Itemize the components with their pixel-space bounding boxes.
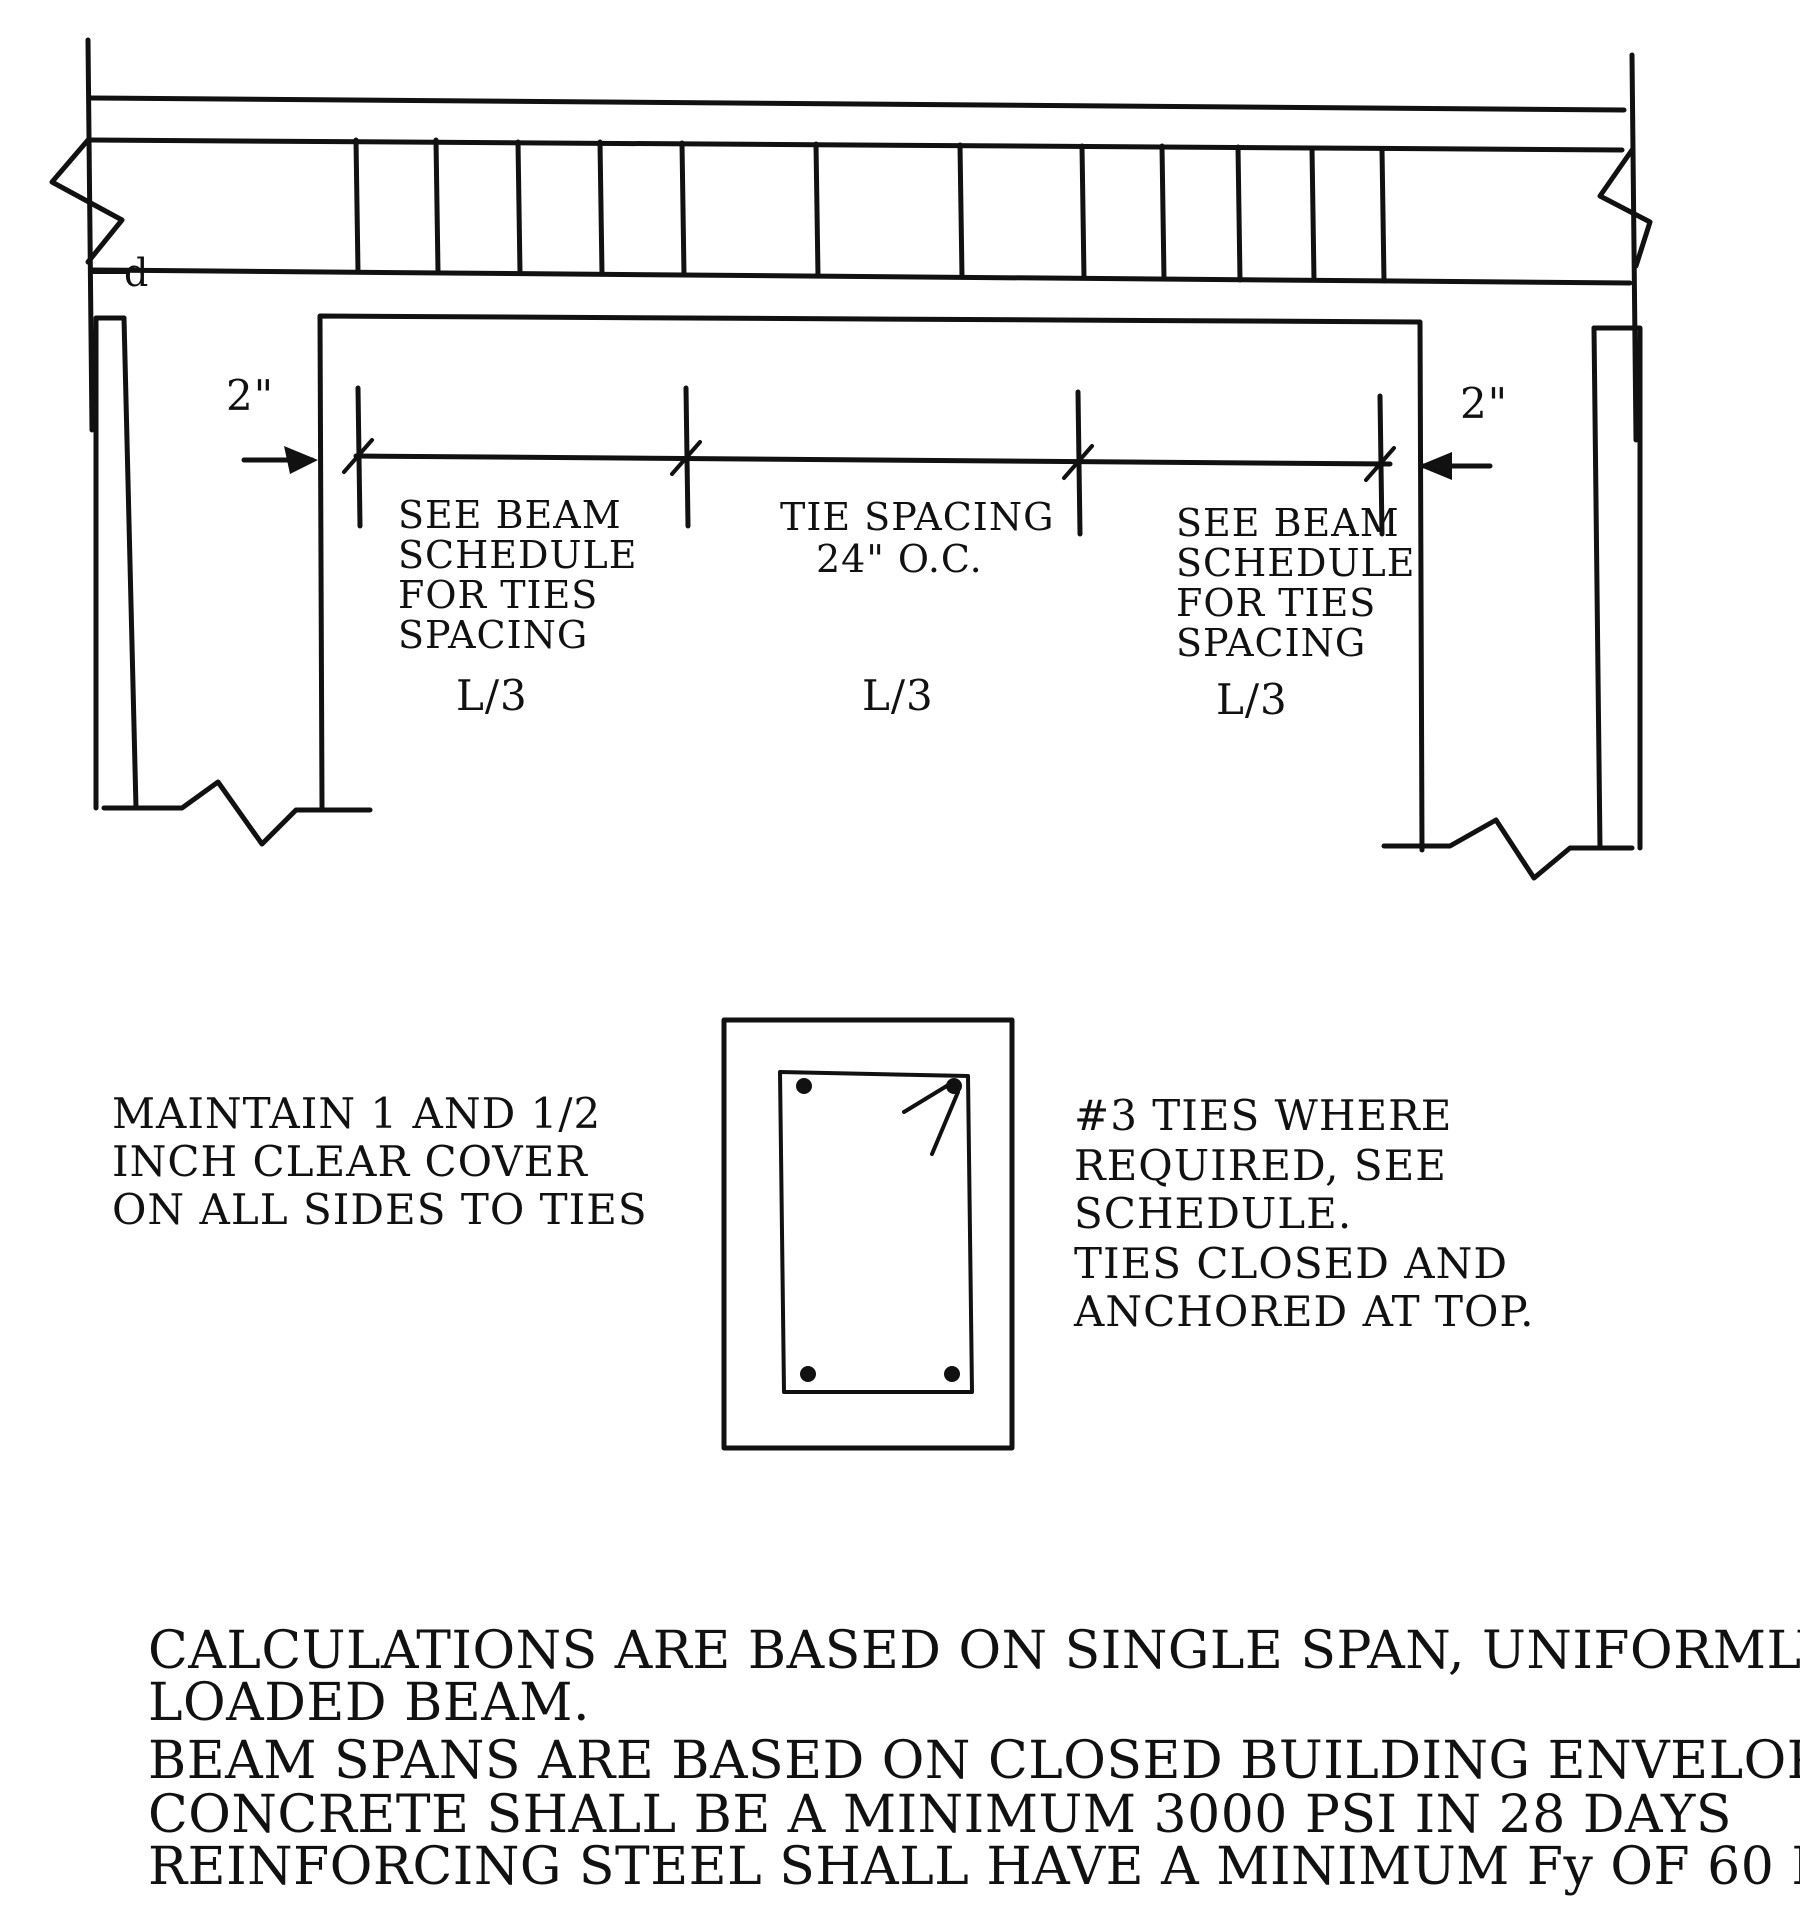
depth-mark: d [124,251,149,295]
left-span-label: L/3 [456,671,528,720]
right-cut-line [1629,52,1639,443]
right-span-label: L/3 [1216,675,1288,724]
left-zone-line: SEE BEAM [398,493,622,537]
dimension-tick [1062,444,1094,480]
tie-note-line: REQUIRED, SEE [1074,1141,1447,1190]
beam-elevation: d [49,37,1653,881]
stirrup [353,137,361,275]
stirrup [957,142,965,280]
tie-note-line: ANCHORED AT TOP. [1073,1287,1535,1336]
cover-note-line: MAINTAIN 1 AND 1/2 [112,1089,601,1138]
middle-zone-line: TIE SPACING [780,495,1054,539]
tie-zone-dimension-line [353,453,1393,467]
right-zone-note: SEE BEAM SCHEDULE FOR TIES SPACING [1176,501,1415,665]
stirrup [433,137,441,275]
middle-zone-line: 24" O.C. [816,537,983,581]
rebar-bottom-left [800,1366,816,1382]
left-clearance-label: 2" [226,371,274,420]
stirrup [1079,143,1087,281]
dimension-tick [1364,446,1396,482]
general-notes: CALCULATIONS ARE BASED ON SINGLE SPAN, U… [148,1621,1800,1897]
left-zone-line: SCHEDULE [398,533,637,577]
right-zone-line: SPACING [1176,621,1366,665]
left-zone-line: SPACING [398,613,588,657]
cover-note-line: ON ALL SIDES TO TIES [112,1185,648,1234]
rebar-top-left [796,1078,812,1094]
stirrup [1235,144,1243,283]
dimension-tick [342,438,374,474]
left-zone-note: SEE BEAM SCHEDULE FOR TIES SPACING [398,493,637,657]
general-note-line: CALCULATIONS ARE BASED ON SINGLE SPAN, U… [148,1621,1800,1681]
right-zone-line: FOR TIES [1176,581,1376,625]
tie-note-line: #3 TIES WHERE [1074,1091,1452,1140]
tie-hook [902,1082,952,1114]
left-arrowhead [284,446,318,474]
right-column-inner [1591,325,1603,851]
stirrup [597,139,605,277]
slab-bottom-line [87,137,1625,153]
left-zone-line: FOR TIES [398,573,598,617]
left-column-break [101,779,373,847]
left-column-inner [121,315,139,811]
general-note-line: BEAM SPANS ARE BASED ON CLOSED BUILDING … [148,1731,1800,1791]
dimension-tick [670,440,702,476]
opening-outline [317,313,1425,853]
right-column-break [1381,817,1635,881]
stirrup [515,139,523,276]
tie-note-line: SCHEDULE. [1074,1189,1352,1238]
right-clearance-label: 2" [1460,379,1508,428]
beam-cross-section: MAINTAIN 1 AND 1/2 INCH CLEAR COVER ON A… [112,1017,1535,1451]
rebar-bottom-right [944,1366,960,1382]
middle-span-label: L/3 [862,671,934,720]
middle-zone-note: TIE SPACING 24" O.C. [780,495,1054,581]
stirrup [679,140,687,278]
left-cut-line [85,37,95,433]
tie-note-line: TIES CLOSED AND [1074,1239,1508,1288]
right-break-symbol [1597,147,1653,269]
slab-top-line [87,95,1627,113]
section-outline [721,1017,1015,1451]
stirrup [1379,146,1387,284]
tie-outline [778,1070,974,1394]
general-note-line: REINFORCING STEEL SHALL HAVE A MINIMUM F… [148,1837,1800,1897]
general-note-line: LOADED BEAM. [148,1673,590,1733]
general-note-line: CONCRETE SHALL BE A MINIMUM 3000 PSI IN … [148,1785,1732,1845]
stirrup [1159,143,1167,282]
stirrup [813,141,821,279]
right-column-outline [1591,325,1643,851]
left-column-outline [93,315,127,811]
tie-note: #3 TIES WHERE REQUIRED, SEE SCHEDULE. TI… [1073,1091,1535,1336]
tie-hook [930,1090,960,1156]
right-zone-line: SCHEDULE [1176,541,1415,585]
beam-top-rebar-line [89,267,1633,286]
rebar-top-right [946,1078,962,1094]
left-break-symbol [49,137,125,265]
right-zone-line: SEE BEAM [1176,501,1400,545]
stirrup [1309,145,1317,283]
stirrups [353,137,1387,284]
cover-note-line: INCH CLEAR COVER [112,1137,588,1186]
cover-note: MAINTAIN 1 AND 1/2 INCH CLEAR COVER ON A… [112,1089,648,1234]
right-arrowhead [1418,452,1452,480]
